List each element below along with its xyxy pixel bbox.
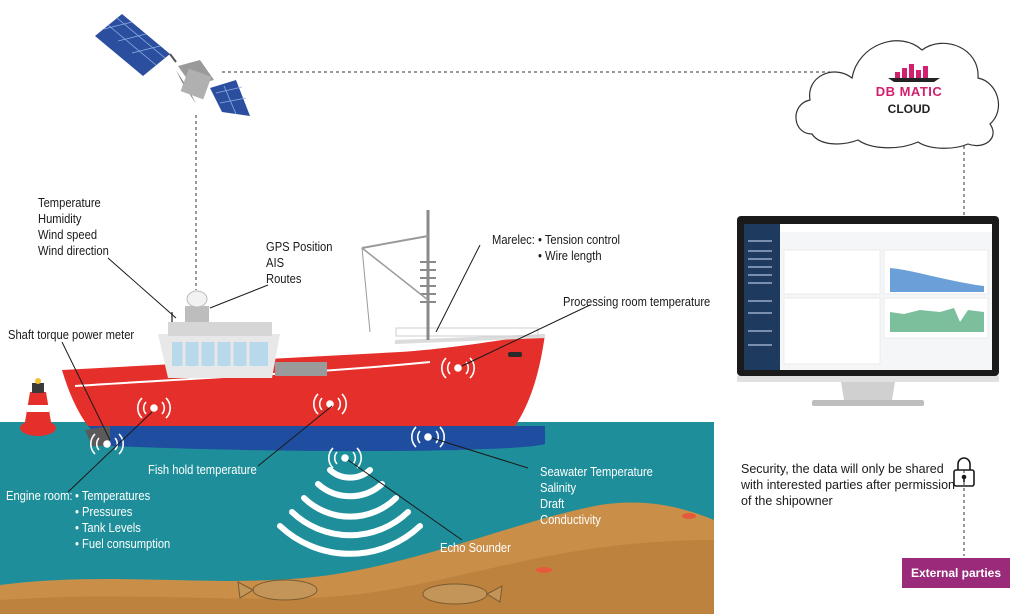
- shaft-torque-label: Shaft torque power meter: [8, 327, 135, 342]
- engine-room-list: Temperatures Pressures Tank Levels Fuel …: [75, 488, 170, 552]
- gps-item: Routes: [266, 271, 302, 286]
- marelec-item: Wire length: [538, 248, 620, 264]
- marelec-label: Marelec:: [492, 232, 535, 247]
- cloud-subtitle: CLOUD: [887, 102, 931, 116]
- marelec-list: Tension control Wire length: [538, 232, 620, 264]
- shrimp: [536, 513, 696, 573]
- ship-hull: [62, 334, 545, 426]
- echo-sounder-label: Echo Sounder: [440, 540, 511, 555]
- weather-item: Wind speed: [38, 227, 98, 242]
- lock-icon: [953, 457, 975, 487]
- weather-item: Temperature: [38, 195, 101, 210]
- monitor: [737, 216, 999, 406]
- sensor-icon: [441, 357, 475, 379]
- engine-room-group: Engine room: Temperatures Pressures Tank…: [6, 488, 186, 552]
- processing-room-label: Processing room temperature: [563, 294, 711, 309]
- gps-list: GPS Position AIS Routes: [266, 239, 333, 287]
- marelec-item: Tension control: [538, 232, 620, 248]
- seawater-item: Salinity: [540, 480, 577, 495]
- sensor-icon: [411, 426, 445, 448]
- engine-item: Fuel consumption: [75, 536, 170, 552]
- cloud-icon: [795, 40, 1000, 149]
- weather-sensor-list: Temperature Humidity Wind speed Wind dir…: [38, 195, 109, 259]
- seawater-item: Seawater Temperature: [540, 464, 653, 479]
- weather-item: Humidity: [38, 211, 82, 226]
- sensor-icon: [90, 433, 124, 455]
- engine-item: Temperatures: [75, 488, 170, 504]
- marelec-group: Marelec: Tension control Wire length: [492, 232, 633, 264]
- satellite-icon: [95, 14, 250, 116]
- ship-keel: [88, 426, 545, 452]
- dome-antenna: [186, 290, 208, 308]
- weather-item: Wind direction: [38, 243, 109, 258]
- engine-item: Pressures: [75, 504, 170, 520]
- engine-item: Tank Levels: [75, 520, 170, 536]
- external-parties-button[interactable]: External parties: [902, 558, 1010, 588]
- data-links: [195, 71, 965, 556]
- seawater-item: Draft: [540, 496, 565, 511]
- cloud-brand: DB MATIC: [875, 84, 943, 99]
- cloud-logo-bars: [888, 64, 940, 82]
- fish: [237, 579, 503, 605]
- buoy: [20, 378, 56, 436]
- gps-item: AIS: [266, 255, 285, 270]
- sensor-icon: [137, 397, 171, 419]
- seawater-item: Conductivity: [540, 512, 601, 527]
- fish-hold-label: Fish hold temperature: [148, 462, 257, 477]
- seawater-list: Seawater Temperature Salinity Draft Cond…: [540, 464, 653, 528]
- security-note: Security, the data will only be shared w…: [741, 462, 955, 508]
- engine-room-label: Engine room:: [6, 488, 73, 503]
- gps-item: GPS Position: [266, 239, 333, 254]
- leader-lines: [61, 244, 591, 541]
